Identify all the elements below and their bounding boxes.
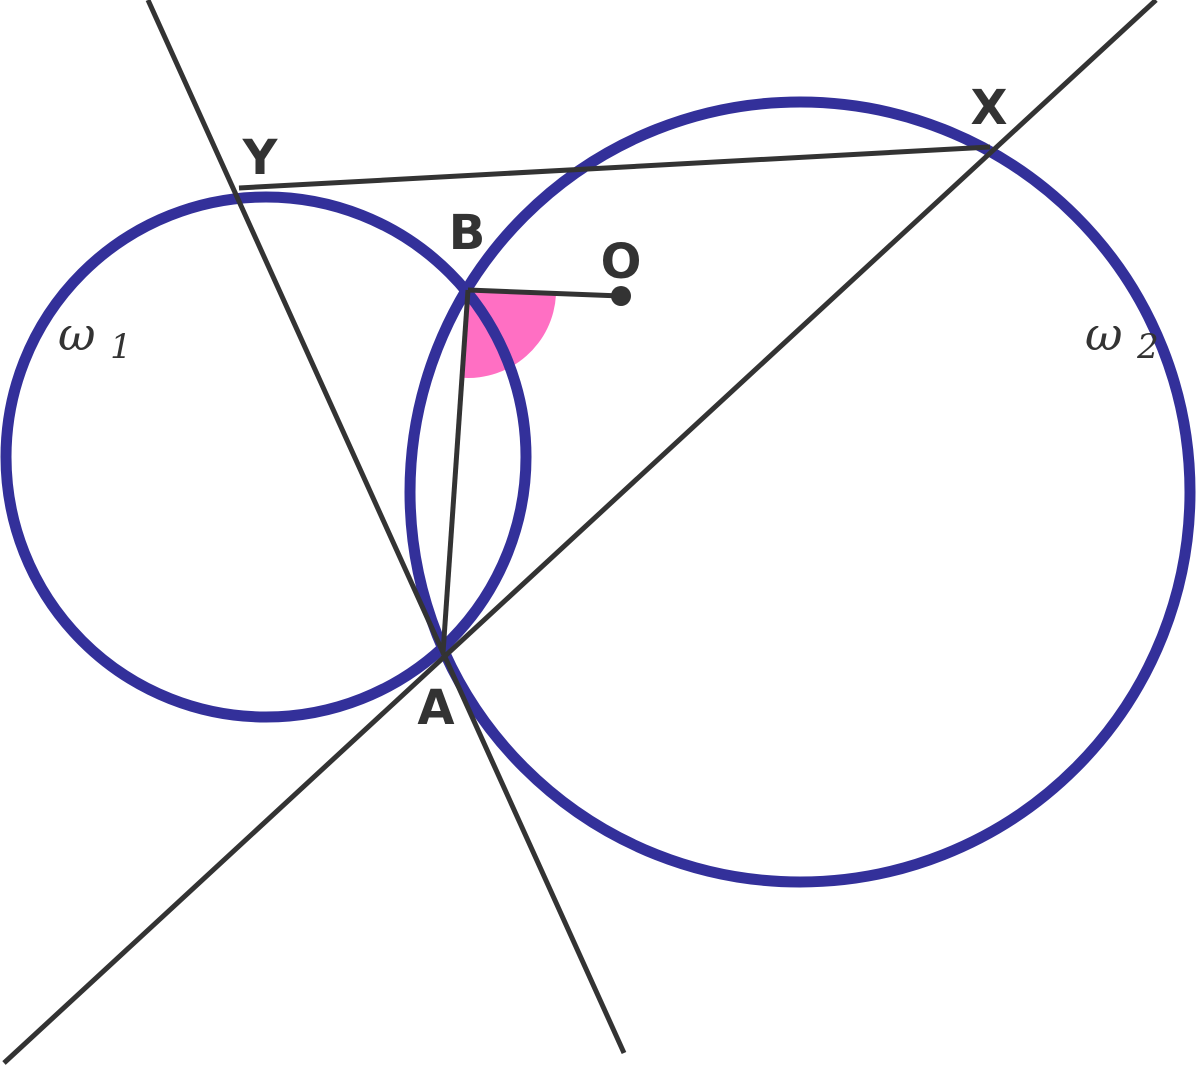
label-omega-2: ω 2 (1085, 307, 1159, 367)
label-point-x: X (970, 80, 1007, 136)
circle-omega-2 (404, 96, 1196, 888)
omega-2-symbol: ω (1085, 307, 1123, 361)
omega-2-subscript: 2 (1136, 327, 1159, 367)
line-yb-extended (145, 0, 627, 1055)
label-point-a: A (417, 680, 454, 736)
segment-ba (440, 289, 471, 654)
circle-omega-1 (0, 191, 532, 723)
omega-1-subscript: 1 (110, 327, 132, 367)
label-omega-1: ω 1 (58, 307, 132, 367)
segment-bo (467, 287, 622, 299)
omega-1-symbol: ω (58, 307, 96, 361)
line-xa-extended (2, 0, 1158, 1065)
label-point-b: B (449, 205, 486, 261)
label-point-o: O (601, 234, 642, 290)
point-o-dot (611, 286, 631, 306)
segment-yx (238, 144, 991, 191)
label-point-y: Y (242, 130, 279, 186)
